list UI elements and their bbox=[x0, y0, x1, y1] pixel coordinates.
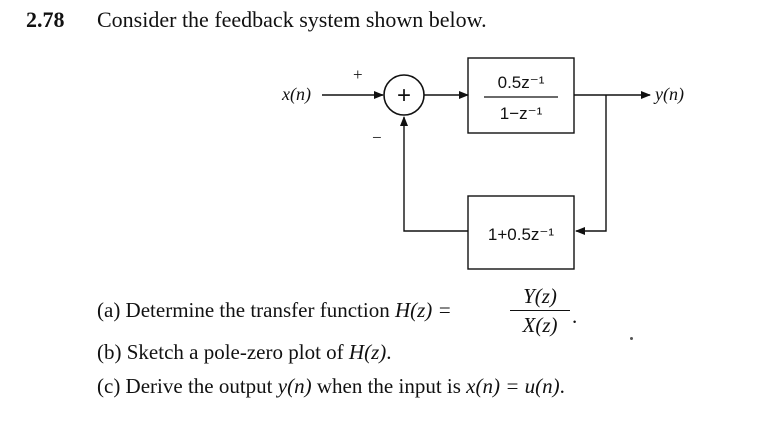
forward-block-denominator: 1−z⁻¹ bbox=[500, 104, 543, 123]
feedback-block-label: 1+0.5z⁻¹ bbox=[488, 225, 554, 244]
transfer-function-fraction: Y(z) X(z) bbox=[510, 284, 570, 337]
part-c-output: y(n) bbox=[277, 374, 312, 398]
part-a: (a) Determine the transfer function H(z)… bbox=[97, 298, 452, 323]
feedback-return-line bbox=[400, 116, 468, 232]
fraction-numerator: Y(z) bbox=[523, 284, 557, 308]
part-c: (c) Derive the output y(n) when the inpu… bbox=[97, 374, 565, 399]
minus-sign: − bbox=[372, 128, 382, 147]
part-b-suffix: . bbox=[386, 340, 392, 364]
stray-dot bbox=[630, 337, 633, 340]
part-a-suffix: . bbox=[572, 304, 578, 328]
forward-block-numerator: 0.5z⁻¹ bbox=[498, 73, 545, 92]
feedback-block bbox=[467, 195, 575, 270]
input-label: x(n) bbox=[281, 84, 311, 105]
part-c-prefix: (c) Derive the output bbox=[97, 374, 278, 398]
part-c-middle: when the input is bbox=[311, 374, 467, 398]
fraction-denominator: X(z) bbox=[522, 313, 558, 337]
part-a-prefix: (a) Determine the transfer function bbox=[97, 298, 395, 322]
part-a-function: H(z) = bbox=[394, 298, 452, 322]
feedback-block-diagram: x(n) + − + 0.5z⁻¹ 1−z⁻¹ y(n) 1+0.5z⁻¹ bbox=[281, 57, 684, 270]
problem-number: 2.78 bbox=[26, 7, 65, 32]
part-b-prefix: (b) Sketch a pole-zero plot of bbox=[97, 340, 349, 364]
summer-symbol: + bbox=[397, 82, 411, 109]
part-c-input-equation: x(n) = u(n) bbox=[466, 374, 560, 398]
feedback-branch-line bbox=[575, 95, 607, 235]
output-label: y(n) bbox=[653, 84, 684, 105]
fraction-bar bbox=[510, 310, 570, 311]
part-b-function: H(z) bbox=[348, 340, 387, 364]
plus-sign: + bbox=[353, 65, 363, 84]
part-b: (b) Sketch a pole-zero plot of H(z). bbox=[97, 340, 392, 365]
problem-statement: Consider the feedback system shown below… bbox=[97, 7, 487, 32]
part-c-suffix: . bbox=[559, 374, 565, 398]
